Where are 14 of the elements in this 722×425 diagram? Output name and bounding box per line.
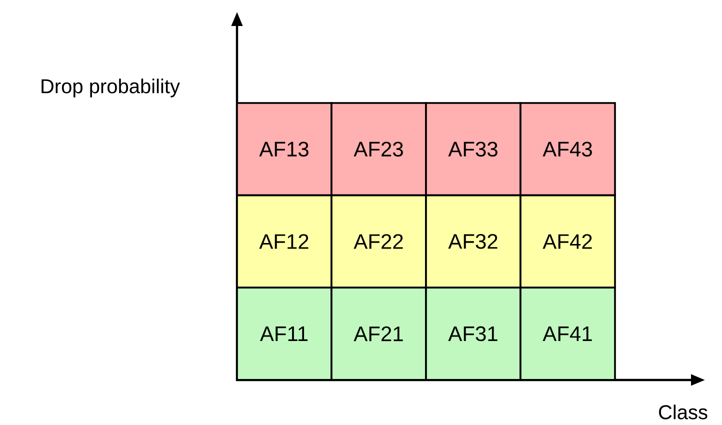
grid-cell: AF42 — [520, 194, 616, 288]
grid-cell: AF13 — [236, 102, 332, 196]
grid-cell: AF21 — [330, 286, 427, 381]
axis-label: Drop probability — [42, 78, 180, 98]
grid-cell: AF12 — [236, 194, 332, 288]
grid-cell: AF31 — [425, 286, 522, 381]
grid-cell: AF33 — [425, 102, 522, 196]
grid-cell: AF43 — [520, 102, 616, 196]
grid-cell: AF23 — [330, 102, 427, 196]
grid-cell: AF11 — [236, 286, 332, 381]
grid-cell: AF32 — [425, 194, 522, 288]
grid-cell: AF22 — [330, 194, 427, 288]
grid-cell: AF41 — [520, 286, 616, 381]
axis-label: Class — [659, 404, 708, 420]
